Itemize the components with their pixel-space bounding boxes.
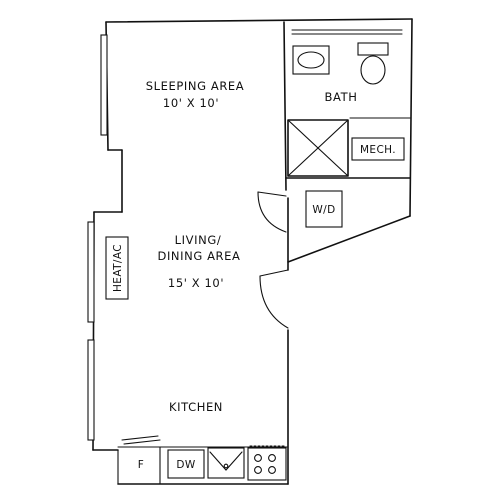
door-swing-bath [257,191,287,233]
interior-walls [283,21,411,191]
windows [87,34,108,441]
wd-label: W/D [312,204,335,216]
stove [247,447,287,481]
window-sleeping [100,34,108,136]
washer-dryer [305,190,343,228]
living-label-line2: DINING AREA [157,249,240,263]
window-living [87,221,95,323]
kitchen-label: KITCHEN [169,400,223,414]
window-kitchen [87,339,95,441]
heat-ac-label: HEAT/AC [112,244,124,292]
sleeping-area-label: SLEEPING AREA [146,79,245,93]
door-swing-entry [259,275,289,329]
fridge-label: F [138,459,144,471]
heat-ac-unit [105,236,129,300]
dishwasher [167,449,205,479]
door-leaf-bath [257,191,287,197]
bath-fixtures [287,29,403,177]
kitchen-counter [117,435,289,485]
burner [268,454,276,462]
burner [254,454,262,462]
mech-label: MECH. [360,144,396,156]
living-label-line1: LIVING/ [175,233,222,247]
door-leaf-entry [259,269,289,277]
burner [254,466,262,474]
living-dims: 15' X 10' [168,276,224,290]
dishwasher-label: DW [176,459,195,471]
toilet-tank [357,42,389,56]
burner [268,466,276,474]
kitchen-sink [207,447,245,479]
bath-label: BATH [325,90,358,104]
sink [292,45,330,75]
doors [257,191,289,329]
outer-walls [92,18,413,485]
mech-box [351,137,405,161]
toilet-bowl [360,55,386,85]
shower [287,119,349,177]
sleeping-area-dims: 10' X 10' [163,96,219,110]
sink-basin [297,51,325,69]
